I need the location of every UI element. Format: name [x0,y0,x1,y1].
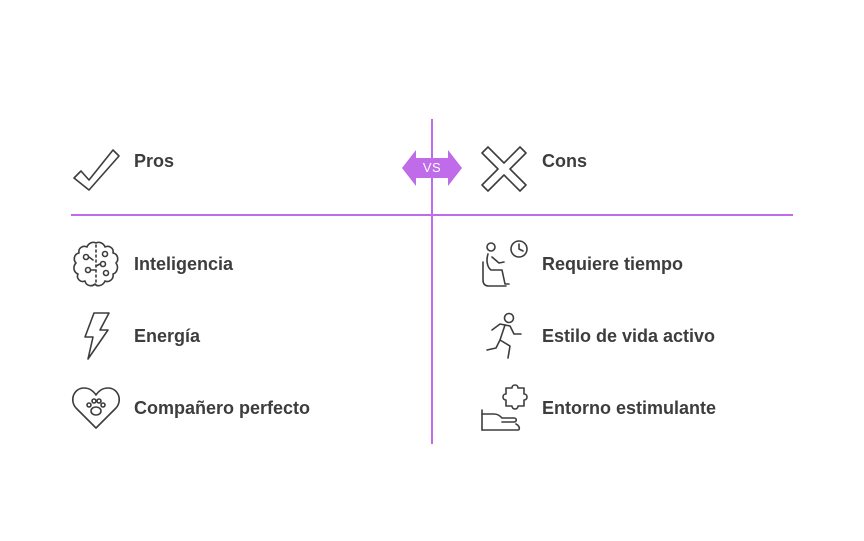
cons-item-label: Requiere tiempo [542,254,684,274]
horizontal-divider [71,214,793,216]
person-seated-clock-icon [480,240,530,290]
pros-item-label: Energía [134,326,201,346]
pros-item-label: Inteligencia [134,254,234,274]
hand-puzzle-icon [480,384,530,432]
vs-label: VS [422,160,442,175]
brain-icon [72,240,120,288]
cross-icon [481,146,527,192]
vertical-divider [431,119,433,444]
checkmark-icon [72,148,120,192]
heart-paw-icon [71,386,121,430]
cons-title: Cons [542,151,587,171]
vs-badge: VS [402,147,462,189]
pros-title: Pros [134,151,175,171]
lightning-bolt-icon [84,312,110,360]
cons-item-label: Entorno estimulante [542,398,717,418]
running-person-icon [484,312,524,360]
cons-item-label: Estilo de vida activo [542,326,716,346]
pros-item-label: Compañero perfecto [134,398,311,418]
